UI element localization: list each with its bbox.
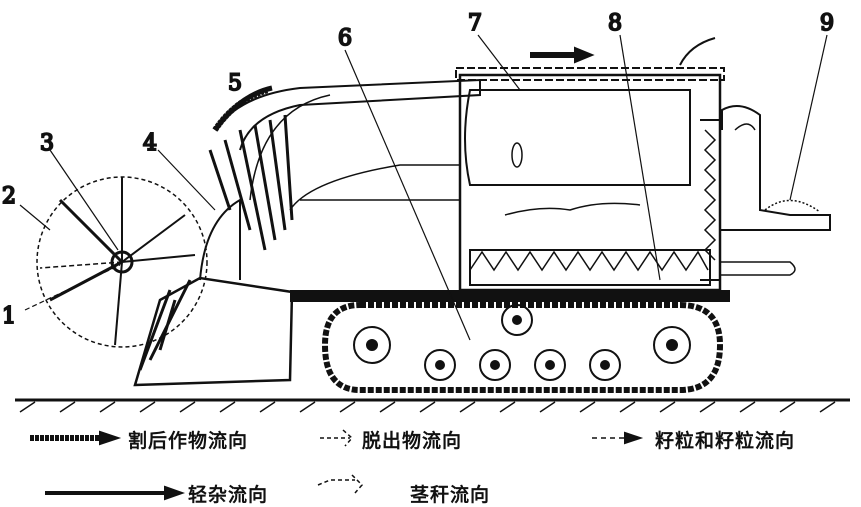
conveyor [208,78,481,251]
legend-threshed-material-flow: 脱出物流向 [362,430,463,452]
part-number-9: 9 [820,11,834,36]
part-number-2: 2 [2,184,16,209]
legend-grain-flow: 籽粒和籽粒流向 [655,430,796,452]
ground [15,398,850,413]
part-number-7: 7 [468,11,482,36]
legend-symbols [30,429,644,501]
straw-flow-arrow [679,37,716,66]
part-number-3: 3 [40,131,54,156]
leader-lines [19,34,828,341]
header [133,198,294,387]
legend-cut-crop-flow: 割后作物流向 [128,430,249,452]
legend-straw-flow: 茎秆流向 [410,484,491,506]
grain-pile [764,199,821,213]
part-number-8: 8 [608,11,622,36]
part-number-6: 6 [338,26,352,51]
part-number-5: 5 [228,71,242,96]
reel [36,176,208,348]
legend-light-impurity-flow: 轻杂流向 [188,484,269,506]
undercarriage [290,290,730,393]
part-number-4: 4 [143,131,157,156]
crop-flow-arrow [212,87,269,132]
top-flow-arrowhead [574,46,595,64]
part-number-1: 1 [2,304,16,329]
